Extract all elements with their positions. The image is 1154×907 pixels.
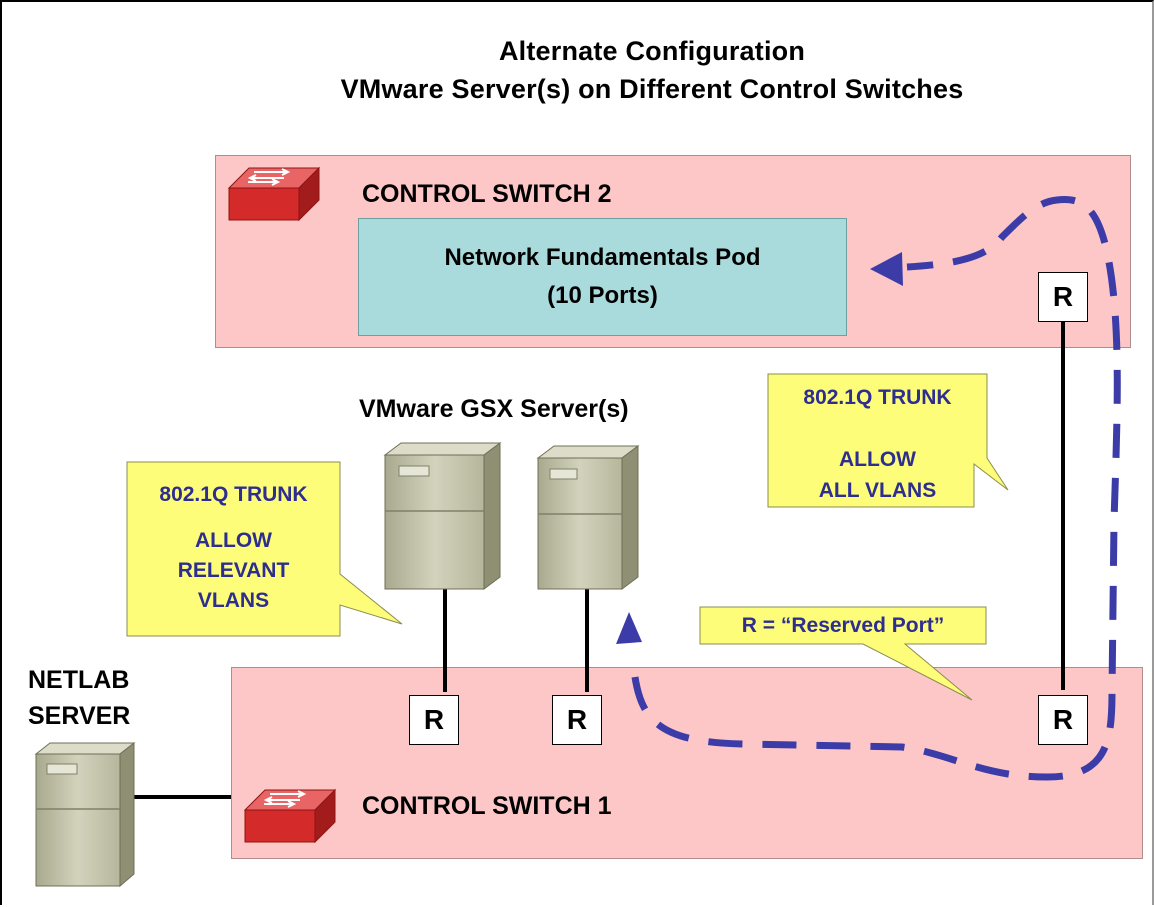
arrow-icon (616, 612, 642, 644)
callout-left-line2: ALLOW (195, 529, 272, 552)
callout-left-line3: RELEVANT (177, 559, 290, 582)
control-switch-1-label: CONTROL SWITCH 1 (362, 792, 612, 820)
switch-icon (227, 166, 321, 222)
reserved-port-path (631, 196, 1121, 781)
reserved-port-switch2: R (1038, 272, 1088, 322)
server-icon (383, 442, 502, 590)
connector-lines (134, 320, 1065, 799)
callout-right-line2: ALLOW (839, 448, 916, 471)
callout-right-line1: 802.1Q TRUNK (803, 386, 952, 409)
arrow-icon (870, 252, 903, 286)
callout-left-line4: VLANS (197, 589, 270, 612)
network-fundamentals-pod: Network Fundamentals Pod (10 Ports) (358, 218, 847, 336)
callout-right-bubble (767, 373, 1009, 508)
server-icon (536, 445, 640, 590)
netlab-server-label-line1: NETLAB (28, 666, 130, 694)
callout-legend-text: R = “Reserved Port” (741, 614, 945, 637)
pod-title: Network Fundamentals Pod (444, 244, 761, 271)
reserved-port-server2: R (552, 695, 602, 745)
callout-right-text: 802.1Q TRUNK ALLOW ALL VLANS (768, 382, 987, 506)
diagram-title-line1: Alternate Configuration (498, 36, 806, 66)
control-switch-1-box (231, 667, 1143, 859)
callout-right-line3: ALL VLANS (818, 479, 937, 502)
control-switch-2-label: CONTROL SWITCH 2 (362, 180, 612, 208)
switch-icon (243, 788, 337, 844)
vmware-servers-label: VMware GSX Server(s) (359, 395, 629, 423)
reserved-port-switch1: R (1038, 695, 1088, 745)
callout-left-line1: 802.1Q TRUNK (159, 483, 308, 506)
callout-left-bubble (126, 461, 403, 637)
server-icon (34, 741, 136, 888)
diagram-title-line2: VMware Server(s) on Different Control Sw… (340, 74, 964, 104)
reserved-port-server1: R (409, 695, 459, 745)
callout-legend-bubble (699, 606, 987, 701)
pod-ports: (10 Ports) (547, 282, 658, 309)
callout-left-text: 802.1Q TRUNK ALLOW RELEVANT VLANS (127, 480, 340, 616)
netlab-server-label-line2: SERVER (28, 702, 131, 730)
